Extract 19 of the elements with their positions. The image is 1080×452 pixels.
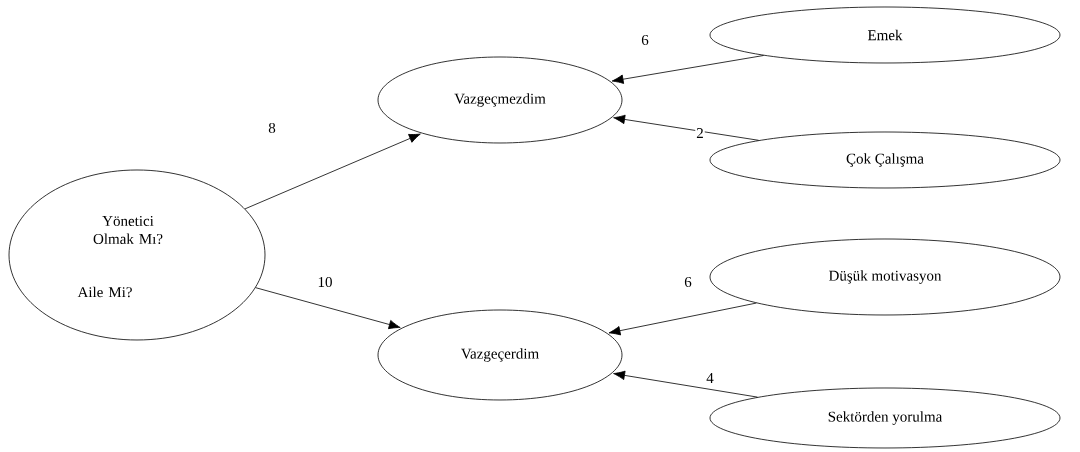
arrow [608, 302, 757, 336]
edge-label: 4 [705, 372, 715, 384]
arrow [244, 133, 421, 210]
ellipse-node: Çok Çalışma [709, 131, 1061, 189]
arrow [611, 55, 764, 84]
ellipse-node: Yönetici Olmak Mı? Aile Mi? [8, 169, 266, 341]
edge-label: 8 [267, 121, 277, 135]
arrow [613, 114, 760, 141]
ellipse-node: Düşük motivasyon [709, 238, 1061, 316]
edge-label: 10 [316, 275, 334, 289]
edge-label: 2 [695, 127, 705, 139]
edge-label: 6 [683, 275, 693, 289]
ellipse-node: Emek [709, 6, 1061, 64]
ellipse-node: Sektörden yorulma [709, 387, 1061, 449]
ellipse-node: Vazgeçmezdim [377, 56, 623, 144]
arrow [255, 287, 401, 330]
arrow [613, 370, 758, 398]
ellipse-node: Vazgeçerdim [377, 309, 623, 401]
edge-label: 6 [640, 33, 650, 47]
